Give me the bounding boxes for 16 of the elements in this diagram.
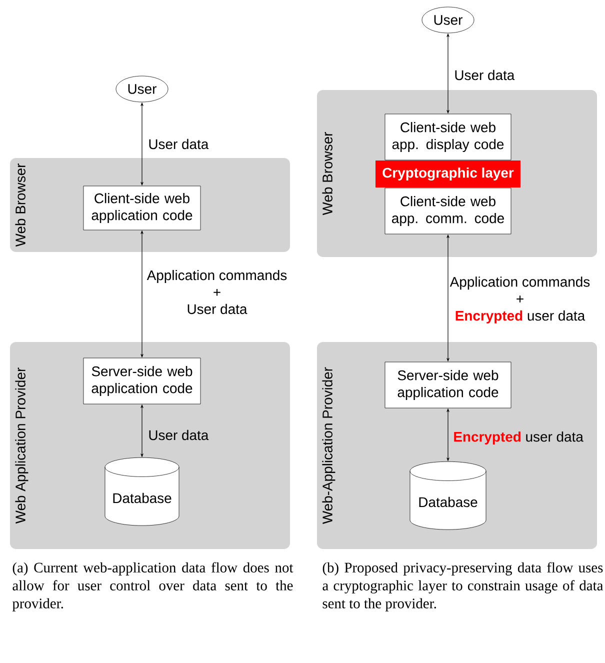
process-box: Client-side web app. display code [384,114,512,160]
process-box: Server-side web application code [384,362,512,408]
process-box: Client-side web application code [83,186,201,230]
edge-label: User data [149,430,209,440]
edge-label: Encrypted user data [454,432,584,444]
edge-label: User data [149,138,209,150]
database-cylinder: Database [410,461,486,530]
edge-label: Application commands + User data [146,270,287,314]
caption: (a) Current web-application data flow does not allow for user control over data sent to the provider. [12,562,294,612]
layer-bar: Cryptographic layer [376,160,520,188]
database-cylinder: Database [104,457,180,526]
edge-label: User data [455,70,515,80]
process-box: Server-side web application code [83,358,201,404]
process-box: Client-side web app. comm. code [384,188,512,234]
edge-label: Application commands + Encrypted user data [450,276,590,324]
caption: (b) Proposed privacy-preserving data flow uses a cryptographic layer to constrain usage of data sent to the provider. [322,562,604,612]
